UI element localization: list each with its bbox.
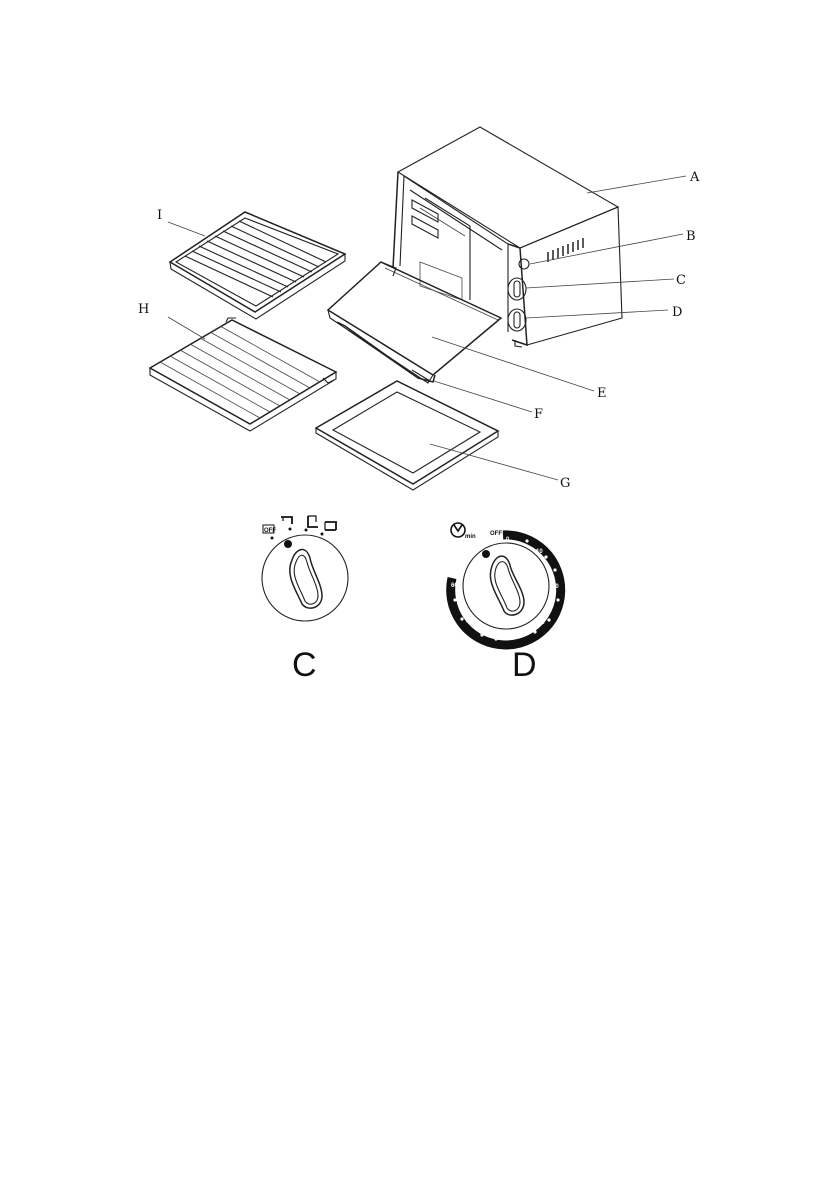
rack-wires [160, 326, 320, 418]
callout-h: H [138, 302, 149, 317]
callout-g: G [560, 476, 570, 491]
knob-d-pointer-dot [482, 550, 490, 558]
callout-i: I [157, 208, 162, 223]
timer-knob-small [508, 309, 526, 331]
timer-scale-30: 30 [538, 620, 545, 626]
timer-scale-60: 60 [451, 583, 458, 589]
callout-leaders [168, 176, 686, 480]
callout-a: A [689, 170, 700, 185]
callout-c: C [676, 273, 686, 288]
grill-pan [170, 212, 345, 319]
function-selector-knob: OFF [262, 516, 348, 621]
callout-d: D [672, 305, 682, 320]
callout-f: F [534, 407, 543, 422]
top-heat-icon [281, 517, 292, 531]
top-bottom-heat-icon [321, 522, 337, 536]
pan-ribs [185, 221, 326, 297]
off-symbol-icon: OFF [263, 525, 276, 540]
timer-scale-20: 20 [552, 584, 559, 590]
timer-scale-40: 40 [502, 633, 509, 639]
svg-text:OFF: OFF [264, 528, 276, 534]
oven-body [393, 127, 622, 347]
vent-slots [548, 238, 583, 262]
bottom-heat-icon [305, 516, 319, 532]
knob-d-label: D [512, 646, 537, 684]
timer-scale-45: 45 [466, 619, 473, 625]
baking-tray [316, 381, 498, 490]
door-handle [337, 322, 435, 382]
callout-e: E [597, 386, 607, 401]
timer-scale-10: 10 [536, 549, 543, 555]
wire-rack [150, 318, 336, 431]
knob-c-label: C [292, 646, 317, 684]
timer-off-text: OFF [490, 531, 502, 537]
callout-b: B [686, 229, 696, 244]
knob-c-pointer-dot [284, 540, 292, 548]
oven-door [328, 262, 501, 383]
clock-icon: min [451, 523, 476, 540]
timer-unit: min [465, 534, 476, 540]
timer-knob: 0 10 20 30 40 45 60 OFF min [451, 523, 561, 645]
